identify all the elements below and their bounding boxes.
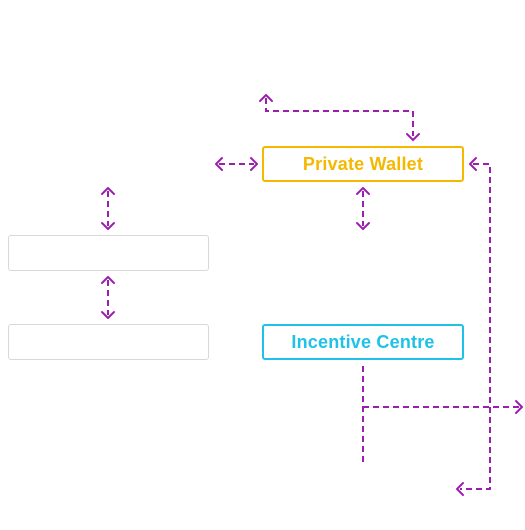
incentive-centre-node: Incentive Centre — [262, 324, 464, 360]
blank-node-bottom — [8, 324, 209, 360]
private-wallet-node: Private Wallet — [262, 146, 464, 182]
incentive-centre-connector — [362, 366, 523, 462]
right-loop-connector — [456, 157, 491, 496]
left-connector-private-wallet — [215, 157, 258, 171]
vertical-connector-left-between — [101, 276, 115, 319]
private-wallet-label: Private Wallet — [302, 153, 424, 174]
incentive-centre-label: Incentive Centre — [291, 331, 435, 352]
vertical-connector-private-wallet — [356, 187, 370, 230]
top-loop-connector — [259, 94, 420, 141]
blank-node-top — [8, 235, 209, 271]
vertical-connector-left-top — [101, 187, 115, 230]
